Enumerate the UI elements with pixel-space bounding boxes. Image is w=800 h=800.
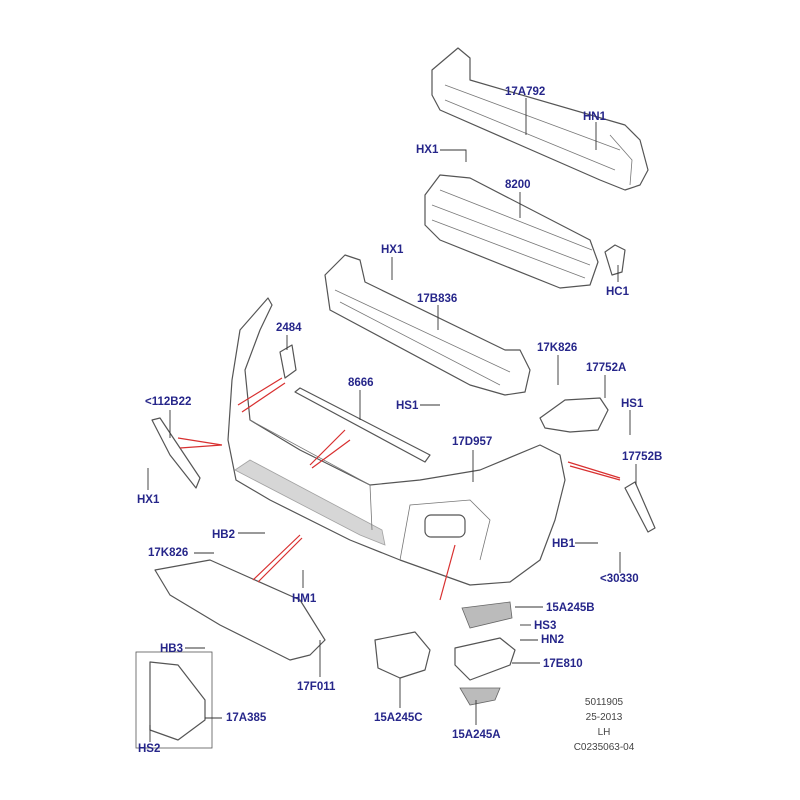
label-hs3: HS3 (534, 620, 556, 632)
cover-15a245b (461, 601, 513, 629)
label-17a385: 17A385 (226, 712, 267, 724)
label-17d957: 17D957 (452, 436, 492, 448)
label-8200: 8200 (505, 179, 531, 191)
fog-lamp-17e810 (454, 637, 516, 681)
label-hb1: HB1 (552, 538, 576, 550)
callout-box (135, 651, 213, 749)
bracket-17b836 (324, 254, 531, 396)
reference-code: C0235063-04 (574, 742, 635, 753)
label-15a245b: 15A245B (546, 602, 595, 614)
label-hc1: HC1 (606, 286, 630, 298)
direction-arrows (177, 377, 621, 601)
label-hs1-right: HS1 (621, 398, 644, 410)
cover-15a245a (459, 687, 501, 706)
label-17k826-right: 17K826 (537, 342, 577, 354)
label-30330: <30330 (600, 573, 639, 585)
label-hx1-mid: HX1 (381, 244, 404, 256)
label-hn2: HN2 (541, 634, 564, 646)
label-hs2: HS2 (138, 743, 160, 755)
label-2484: 2484 (276, 322, 302, 334)
label-hm1: HM1 (292, 593, 317, 605)
bumper-cover (227, 297, 566, 586)
label-hs1-mid: HS1 (396, 400, 419, 412)
label-17k826-left: 17K826 (148, 547, 188, 559)
label-hn1: HN1 (583, 111, 607, 123)
label-17f011: 17F011 (297, 681, 336, 693)
leader-lines (147, 98, 637, 742)
part-2484 (279, 344, 297, 379)
label-8666: 8666 (348, 377, 374, 389)
part-17752b (624, 481, 656, 533)
reference-date: 25-2013 (586, 712, 623, 723)
plate-bracket-17a385 (149, 661, 206, 741)
label-hx1-left: HX1 (137, 494, 160, 506)
label-hx1-top: HX1 (416, 144, 439, 156)
label-112b22: <112B22 (145, 396, 191, 408)
label-hb2: HB2 (212, 529, 235, 541)
bezel-15a245c (374, 631, 431, 679)
label-15a245a: 15A245A (452, 729, 501, 741)
reference-side: LH (598, 727, 611, 738)
grille (424, 174, 626, 289)
label-hb3: HB3 (160, 643, 183, 655)
label-17752b: 17752B (622, 451, 662, 463)
part-112b22 (151, 417, 201, 489)
undertray-17f011 (154, 559, 326, 661)
reinforcement-beam (431, 47, 649, 191)
label-17752a: 17752A (586, 362, 626, 374)
label-17b836: 17B836 (417, 293, 457, 305)
lamp-17752a (539, 397, 609, 433)
reference-number: 5011905 (585, 697, 624, 708)
label-15a245c: 15A245C (374, 712, 423, 724)
strip-8666 (294, 387, 431, 463)
label-17a792: 17A792 (505, 86, 545, 98)
label-17e810: 17E810 (543, 658, 583, 670)
